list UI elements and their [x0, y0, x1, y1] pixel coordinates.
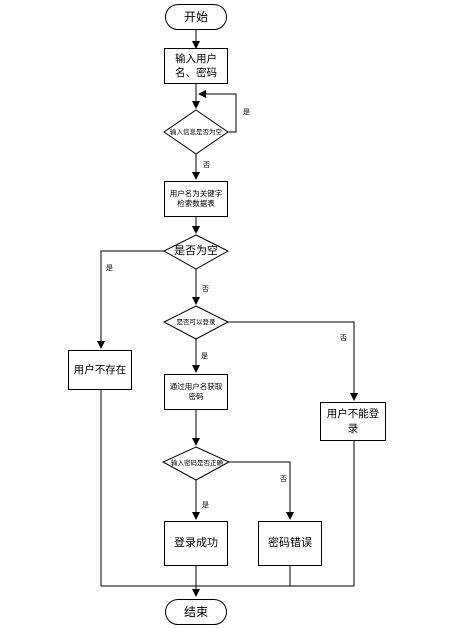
- login-success-box: 登录成功: [164, 521, 228, 566]
- cannot-login-box: 用户不能登录: [320, 402, 386, 441]
- label-pw-no: 否: [280, 475, 287, 483]
- search-db-box: 用户名为关键字检索数据表: [164, 181, 228, 217]
- input-credentials-box: 输入用户名、密码: [164, 48, 228, 84]
- edge-canlogin-no: [228, 321, 358, 401]
- password-correct-text: 输入密码是否正确: [171, 458, 223, 467]
- can-login-text: 是否可以登录: [176, 317, 216, 326]
- label-canlogin-no: 否: [340, 334, 347, 342]
- label-pw-yes: 是: [202, 501, 209, 509]
- label-exists-yes: 是: [106, 264, 113, 272]
- check-empty-text: 输入信息是否为空: [170, 127, 222, 136]
- label-canlogin-yes: 是: [201, 352, 208, 360]
- decision-check-empty: [163, 109, 229, 155]
- edge-pw-no: [229, 461, 294, 520]
- exists-text: 是否为空: [174, 244, 218, 258]
- user-not-exist-box: 用户不存在: [68, 350, 132, 390]
- decision-can-login: [162, 305, 230, 340]
- start-terminal: 开始: [165, 4, 227, 30]
- label-exists-no: 否: [202, 285, 209, 293]
- decision-exists: [162, 234, 230, 270]
- get-password-box: 通过用户名获取密码: [164, 374, 228, 410]
- label-check-yes: 是: [243, 108, 250, 116]
- edge-exists-yes: [97, 250, 165, 349]
- password-error-box: 密码错误: [258, 521, 322, 566]
- decision-password-correct: [161, 446, 231, 481]
- label-check-no: 否: [203, 161, 210, 169]
- end-terminal: 结束: [165, 599, 227, 625]
